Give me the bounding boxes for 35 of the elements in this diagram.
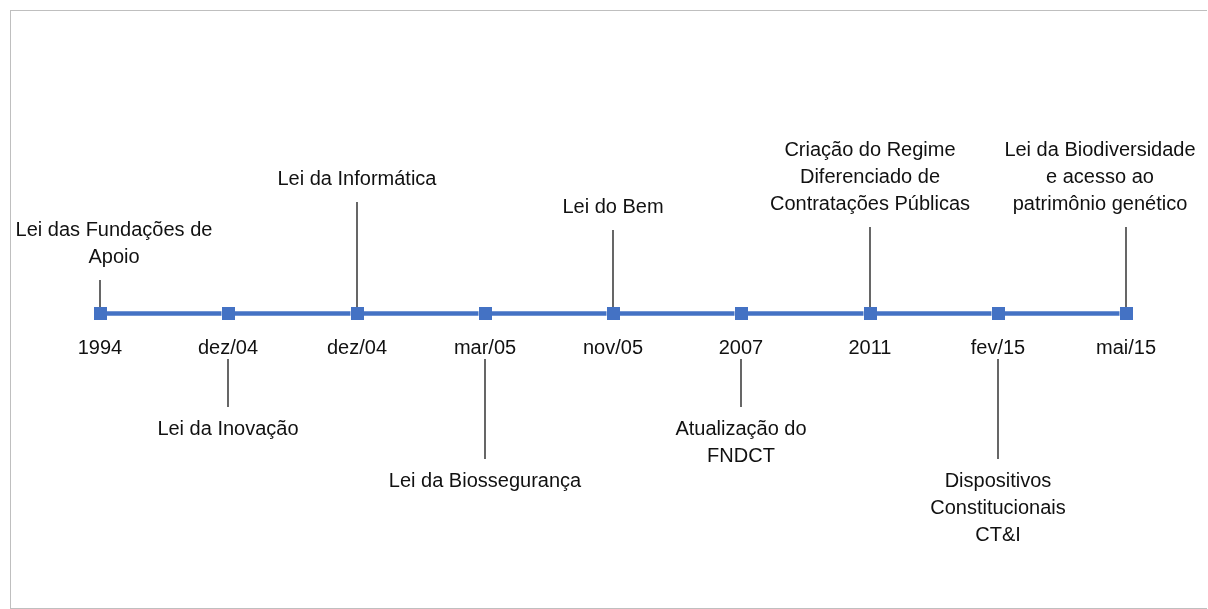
date-label: mar/05 [453, 335, 517, 359]
timeline-axis [234, 311, 351, 316]
leader-line [997, 358, 999, 460]
date-label: dez/04 [196, 335, 260, 359]
leader-line [869, 226, 871, 308]
timeline-axis [106, 311, 222, 316]
leader-line [612, 229, 614, 308]
event-label: Lei da Inovação [128, 415, 328, 442]
leader-line [356, 201, 358, 308]
date-label: fev/15 [969, 335, 1027, 359]
event-label: Dispositivos Constitucionais CT&I [908, 467, 1088, 548]
date-label: 1994 [76, 335, 124, 359]
timeline-axis [491, 311, 607, 316]
timeline-axis [1004, 311, 1120, 316]
timeline-axis [747, 311, 864, 316]
leader-line [1125, 226, 1127, 308]
leader-line [99, 279, 101, 308]
date-label: 2011 [847, 335, 893, 359]
date-label: dez/04 [325, 335, 389, 359]
leader-line [227, 358, 229, 408]
date-label: 2007 [717, 335, 765, 359]
event-label: Criação do Regime Diferenciado de Contratações Públicas [762, 136, 978, 217]
leader-line [484, 358, 486, 460]
timeline-axis [363, 311, 479, 316]
event-label: Lei da Biodiversidade e acesso ao patrimônio genético [1000, 136, 1200, 217]
event-label: Lei das Fundações de Apoio [9, 216, 219, 270]
date-label: nov/05 [581, 335, 645, 359]
event-label: Lei do Bem [538, 193, 688, 220]
event-label: Lei da Informática [247, 165, 467, 192]
leader-line [740, 358, 742, 408]
date-label: mai/15 [1095, 335, 1157, 359]
event-label: Lei da Biossegurança [360, 467, 610, 494]
timeline-axis [876, 311, 992, 316]
event-label: Atualização do FNDCT [646, 415, 836, 469]
timeline-axis [619, 311, 735, 316]
